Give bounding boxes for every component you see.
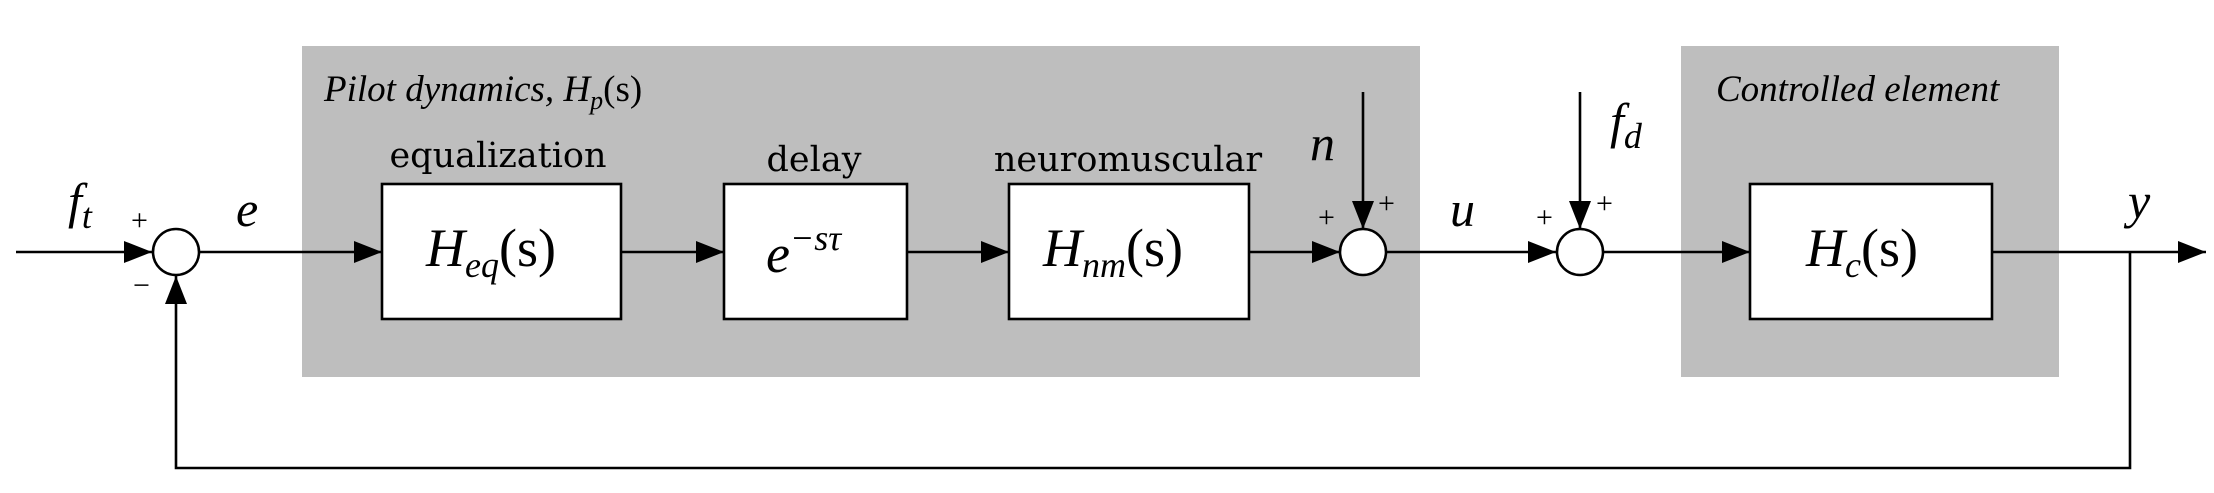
pilot-tf-sub: p	[588, 86, 603, 115]
summing-junction-noise	[1338, 227, 1388, 277]
output-signal-label: y	[2123, 173, 2151, 229]
arrowhead-feedback	[165, 276, 187, 304]
sign-sum2-top: +	[1378, 187, 1395, 220]
delay-tf: e−sτ	[766, 218, 842, 284]
neuromuscular-tf: Hnm(s)	[1042, 218, 1183, 285]
equalization-label: equalization	[389, 136, 606, 176]
arrowhead-delay-nm	[981, 241, 1009, 263]
arrowhead-control	[1528, 241, 1556, 263]
arrowhead-error	[354, 241, 382, 263]
arrowhead-eq-delay	[696, 241, 724, 263]
sign-sum1-top: +	[131, 204, 148, 237]
arrowhead-nm-sum2	[1312, 241, 1340, 263]
disturbance-signal-label: fd	[1610, 93, 1643, 156]
equalization-block	[380, 182, 623, 321]
control-signal-label: u	[1450, 181, 1475, 237]
delay-label: delay	[767, 140, 862, 180]
signal-wires	[16, 92, 2206, 470]
arrowhead-disturbance	[1569, 201, 1591, 229]
summing-junction-error	[151, 227, 201, 277]
arrowhead-output	[2178, 241, 2206, 263]
summing-junction-disturbance	[1555, 227, 1605, 277]
error-signal-label: e	[236, 181, 258, 237]
arrowhead-target-in	[124, 241, 152, 263]
wire-feedback	[174, 252, 2132, 470]
arrowhead-noise	[1352, 201, 1374, 229]
pilot-dynamics-title: Pilot dynamics, Hp(s)	[323, 69, 642, 115]
neuromuscular-block	[1007, 182, 1251, 321]
pilot-tf-arg: (s)	[603, 69, 642, 110]
equalization-tf: Heq(s)	[425, 218, 556, 285]
controlled-element-title: Controlled element	[1716, 69, 2001, 110]
delay-block	[722, 182, 909, 321]
neuromuscular-label: neuromuscular	[994, 140, 1262, 180]
sign-sum3-top: +	[1596, 187, 1613, 220]
sign-sum3-left: +	[1536, 201, 1553, 234]
controlled-element-block	[1748, 182, 1994, 321]
arrowhead-sum3-plant	[1722, 241, 1750, 263]
sign-sum1-bottom: −	[133, 269, 150, 302]
sign-sum2-left: +	[1318, 201, 1335, 234]
controlled-element-tf: Hc(s)	[1805, 218, 1918, 285]
pilot-tf-base: H	[562, 69, 592, 110]
noise-signal-label: n	[1310, 115, 1335, 171]
target-signal-label: ft	[68, 173, 93, 236]
